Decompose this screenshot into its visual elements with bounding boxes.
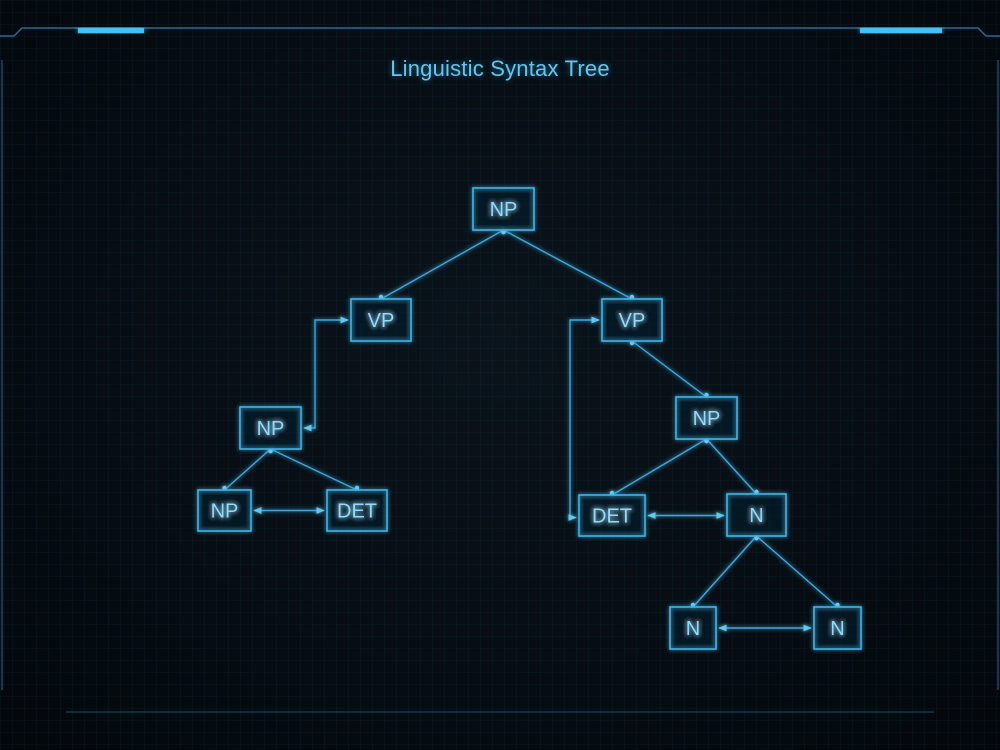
tree-node-n6: DET [326,489,388,532]
edge-n7-n8-end-dot [609,490,615,496]
edge-n1-n3-start-dot [501,229,506,235]
edge-n7-n9-end-dot [754,489,759,495]
frame-accent-right [860,28,942,33]
tree-node-n10: N [669,606,717,650]
node-box [601,298,663,342]
node-box [326,489,388,532]
node-label: N [686,618,700,640]
node-box [239,406,302,450]
node-box [197,489,252,532]
edge-n9-n10-end-dot [690,602,696,608]
tree-node-n4: NP [239,406,302,450]
node-label: DET [337,501,377,523]
edge-n4-n6-end-dot [354,485,360,491]
frame-accent-left [78,28,144,33]
node-box [726,493,787,537]
nodes-layer: NP VP VP NP NP DET NP DET N N N [197,187,862,650]
tree-node-n11: N [813,606,862,650]
diagram-title: Linguistic Syntax Tree [390,56,610,81]
edge-n7-n9-start-dot [704,438,709,444]
node-label: N [830,618,844,640]
node-box [813,606,862,650]
tree-node-n1: NP [472,187,535,231]
tree-node-n2: VP [350,298,412,342]
node-label: N [749,505,763,527]
edge-n4-n5 [224,448,271,491]
node-box [669,606,717,650]
edge-n9-n11 [756,535,838,608]
edge-n7-n8 [611,438,707,496]
edge-n9-n11-end-dot [835,602,840,608]
tree-node-n8: DET [578,494,646,537]
node-label: VP [619,310,646,332]
node-box [472,187,535,231]
edge-n1-n2-end-dot [378,294,384,300]
tree-node-n7: NP [675,396,738,440]
edge-n4-n5-end-dot [222,485,227,491]
node-box [578,494,646,537]
tree-node-n9: N [726,493,787,537]
frame-top-line [0,27,1000,37]
edges-layer [222,229,840,632]
edge-n1-n3 [503,229,633,300]
node-label: DET [592,506,632,528]
node-label: NP [257,418,285,440]
edge-n9-n10 [692,535,758,608]
node-label: NP [490,199,518,221]
edge-n7-n9 [705,438,758,495]
edge-n1-n3-end-dot [629,294,635,300]
edge-n3-n7-start-dot [629,340,635,346]
node-label: NP [693,408,721,430]
edge-n4-n2-elbow-arrow [303,316,349,432]
edge-n1-n2 [380,229,504,300]
edge-n3-n7 [631,340,707,398]
edge-n8-n3-elbow-arrow [568,316,600,521]
edge-n4-n6-start-dot [268,448,273,454]
node-box [350,298,412,342]
tree-node-n5: NP [197,489,252,532]
node-label: NP [211,501,239,523]
node-label: VP [368,310,395,332]
edge-n9-n11-start-dot [754,535,759,541]
tree-node-n3: VP [601,298,663,342]
edge-n3-n7-end-dot [704,392,709,398]
edge-n4-n6 [270,448,358,491]
node-box [675,396,738,440]
